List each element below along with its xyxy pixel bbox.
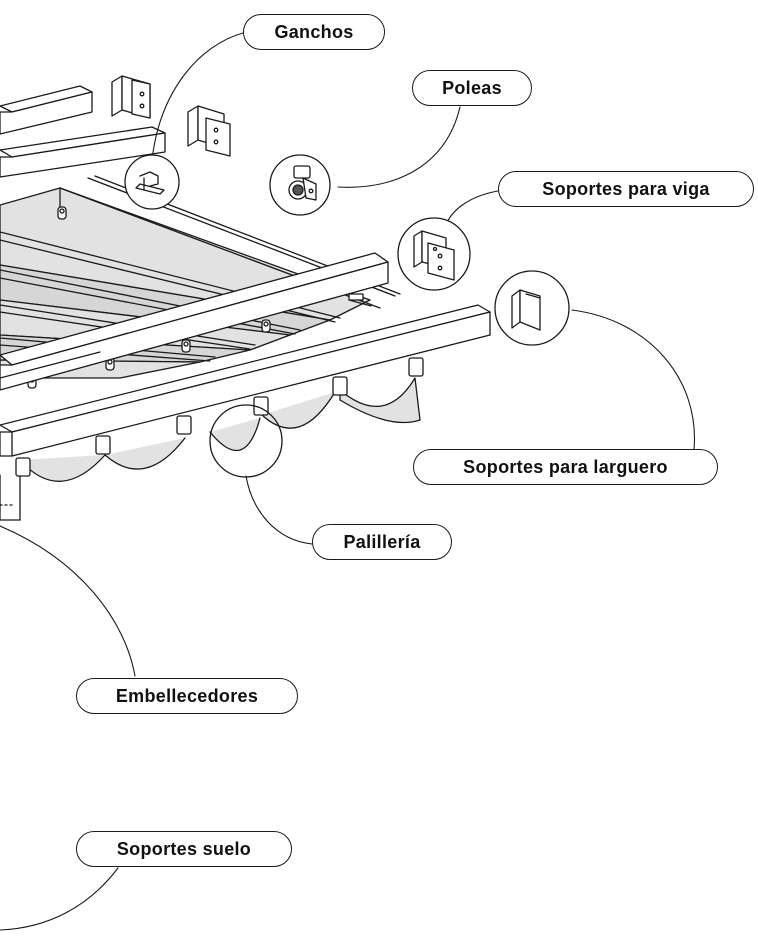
callout-gancho bbox=[124, 154, 180, 210]
back-beam-top bbox=[0, 85, 93, 135]
label-soportes-larguero: Soportes para larguero bbox=[413, 449, 718, 485]
label-ganchos: Ganchos bbox=[243, 14, 385, 50]
front-beam-upper bbox=[0, 252, 389, 391]
label-soportes-suelo: Soportes suelo bbox=[76, 831, 292, 867]
callout-palilleria bbox=[209, 404, 283, 478]
label-poleas: Poleas bbox=[412, 70, 532, 106]
label-palilleria: Palillería bbox=[312, 524, 452, 560]
label-soportes-viga: Soportes para viga bbox=[498, 171, 754, 207]
beam-brackets bbox=[15, 357, 424, 477]
callout-soporte-viga bbox=[397, 217, 471, 291]
fabric-folds bbox=[0, 377, 421, 521]
label-embellecedores: Embellecedores bbox=[76, 678, 298, 714]
callout-soporte-larguero bbox=[494, 270, 570, 346]
loose-brackets-top bbox=[111, 75, 231, 157]
front-beam-lower bbox=[0, 304, 491, 457]
back-beam-second bbox=[0, 126, 166, 178]
callout-polea bbox=[269, 154, 331, 216]
leader-lines bbox=[0, 32, 696, 931]
